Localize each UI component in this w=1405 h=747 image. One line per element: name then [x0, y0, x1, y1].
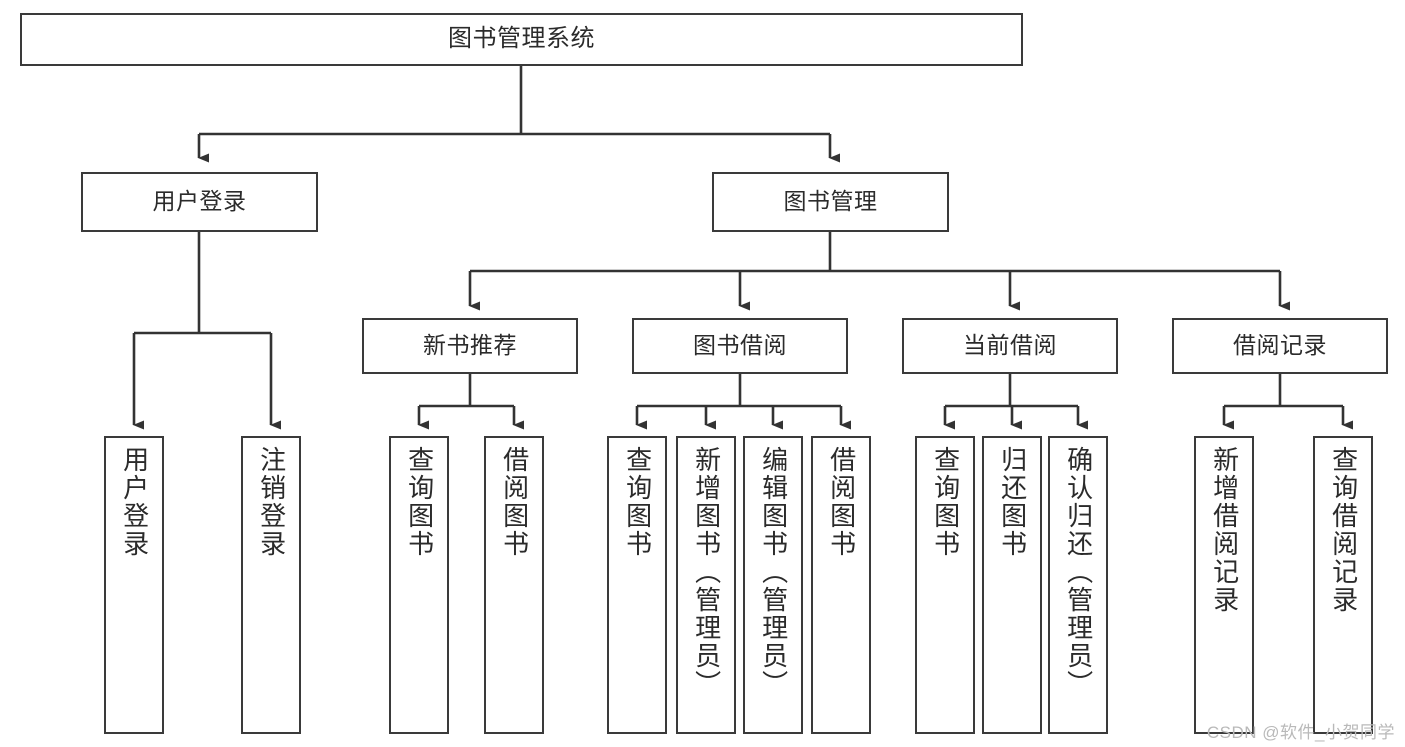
node-book-manage[interactable]: 图书管理: [712, 172, 949, 232]
node-label: 归还图书: [997, 446, 1028, 558]
node-root-system[interactable]: 图书管理系统: [20, 13, 1023, 66]
node-label: 查询图书: [622, 446, 653, 558]
leaf-edit-book-admin[interactable]: 编辑图书（管理员）: [743, 436, 803, 734]
node-current-borrow[interactable]: 当前借阅: [902, 318, 1118, 374]
leaf-user-login[interactable]: 用户登录: [104, 436, 164, 734]
leaf-borrow-book-recommend[interactable]: 借阅图书: [484, 436, 544, 734]
node-label: 查询图书: [404, 446, 435, 558]
leaf-query-book-current[interactable]: 查询图书: [915, 436, 975, 734]
node-label: 注销登录: [256, 446, 287, 558]
leaf-add-borrow-record[interactable]: 新增借阅记录: [1194, 436, 1254, 734]
leaf-borrow-book[interactable]: 借阅图书: [811, 436, 871, 734]
node-label: 用户登录: [152, 188, 247, 215]
node-user-login[interactable]: 用户登录: [81, 172, 318, 232]
node-borrow-record[interactable]: 借阅记录: [1172, 318, 1388, 374]
node-label: 查询借阅记录: [1328, 446, 1359, 614]
leaf-confirm-return-admin[interactable]: 确认归还（管理员）: [1048, 436, 1108, 734]
node-label: 图书借阅: [693, 332, 787, 359]
leaf-query-book-borrow[interactable]: 查询图书: [607, 436, 667, 734]
leaf-query-borrow-record[interactable]: 查询借阅记录: [1313, 436, 1373, 734]
node-label: 确认归还（管理员）: [1063, 446, 1094, 698]
node-label: 新增图书（管理员）: [691, 446, 722, 698]
node-label: 图书管理系统: [448, 25, 595, 53]
node-label: 用户登录: [119, 446, 150, 558]
node-label: 借阅记录: [1233, 332, 1327, 359]
node-label: 新书推荐: [423, 332, 517, 359]
node-label: 编辑图书（管理员）: [758, 446, 789, 698]
leaf-query-book-recommend[interactable]: 查询图书: [389, 436, 449, 734]
node-label: 借阅图书: [826, 446, 857, 558]
node-label: 查询图书: [930, 446, 961, 558]
leaf-return-book[interactable]: 归还图书: [982, 436, 1042, 734]
node-book-borrow[interactable]: 图书借阅: [632, 318, 848, 374]
watermark-text: CSDN @软件_小贺同学: [1206, 723, 1395, 742]
node-label: 借阅图书: [499, 446, 530, 558]
node-label: 图书管理: [783, 188, 878, 215]
node-label: 当前借阅: [963, 332, 1057, 359]
leaf-logout-login[interactable]: 注销登录: [241, 436, 301, 734]
node-new-book-recommend[interactable]: 新书推荐: [362, 318, 578, 374]
node-label: 新增借阅记录: [1209, 446, 1240, 614]
leaf-add-book-admin[interactable]: 新增图书（管理员）: [676, 436, 736, 734]
